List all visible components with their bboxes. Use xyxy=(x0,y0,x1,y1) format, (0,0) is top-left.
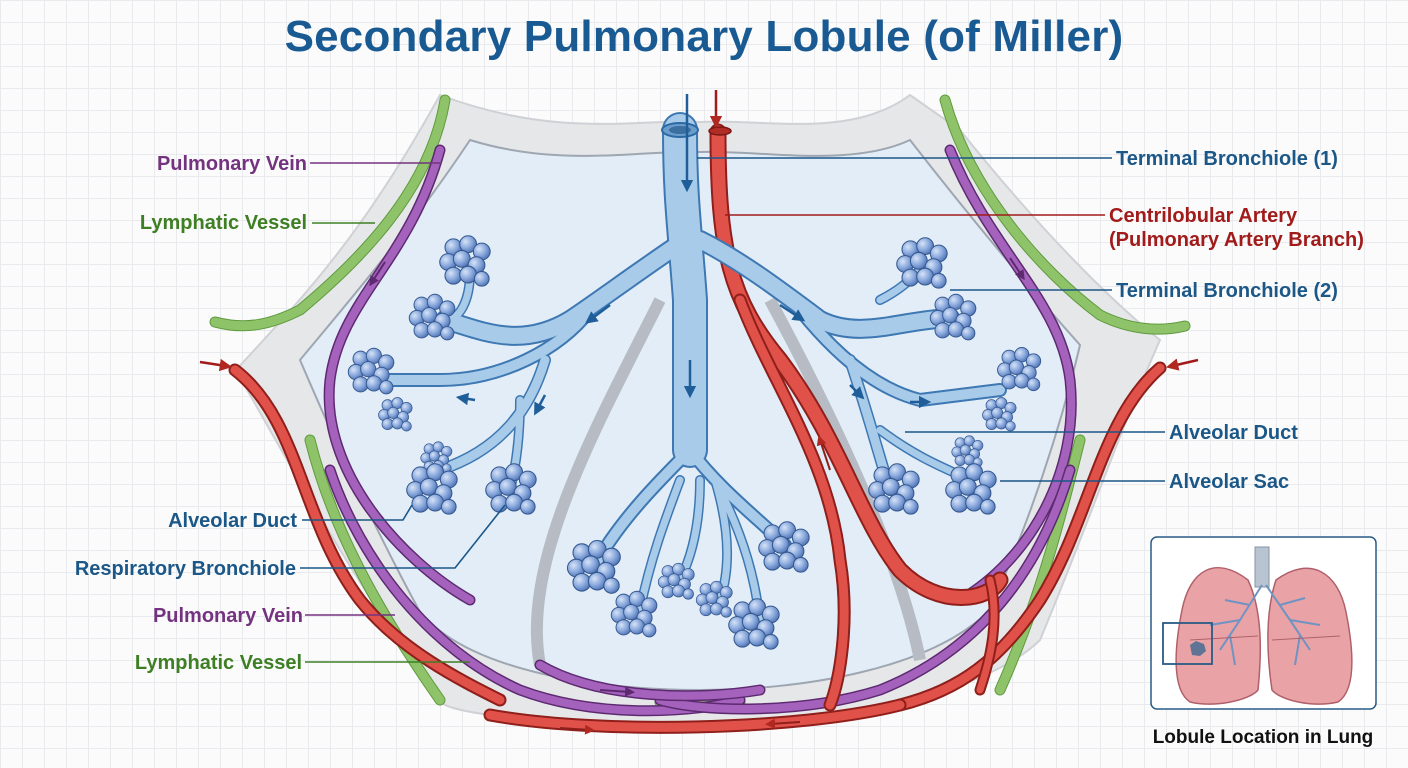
label-lymphatic-vessel-bottom: Lymphatic Vessel xyxy=(135,652,302,674)
label-pulmonary-artery-branch: (Pulmonary Artery Branch) xyxy=(1109,229,1364,251)
label-respiratory-bronchiole: Respiratory Bronchiole xyxy=(75,558,296,580)
label-lymphatic-vessel-top: Lymphatic Vessel xyxy=(140,212,307,234)
label-pulmonary-vein-bottom: Pulmonary Vein xyxy=(153,605,303,627)
label-terminal-bronchiole-2: Terminal Bronchiole (2) xyxy=(1116,280,1338,302)
label-centrilobular-artery: Centrilobular Artery xyxy=(1109,205,1298,227)
pulmonary-veins xyxy=(323,144,1077,717)
diagram-title: Secondary Pulmonary Lobule (of Miller) xyxy=(284,12,1124,61)
label-alveolar-duct-left: Alveolar Duct xyxy=(168,510,297,532)
airway-tree xyxy=(373,112,1007,625)
label-terminal-bronchiole-1: Terminal Bronchiole (1) xyxy=(1116,148,1338,170)
label-alveolar-duct-right: Alveolar Duct xyxy=(1169,422,1298,444)
label-pulmonary-vein-top: Pulmonary Vein xyxy=(157,153,307,175)
lobule-highlight-box xyxy=(1162,622,1213,665)
inner-septum-left xyxy=(530,297,666,667)
lung-inset xyxy=(1150,536,1377,710)
artery-opening xyxy=(708,126,732,136)
inset-caption: Lobule Location in Lung xyxy=(1153,727,1374,748)
left-lung-shape xyxy=(1175,567,1262,705)
leader-lines xyxy=(300,157,1165,663)
label-alveolar-sac: Alveolar Sac xyxy=(1169,471,1289,493)
